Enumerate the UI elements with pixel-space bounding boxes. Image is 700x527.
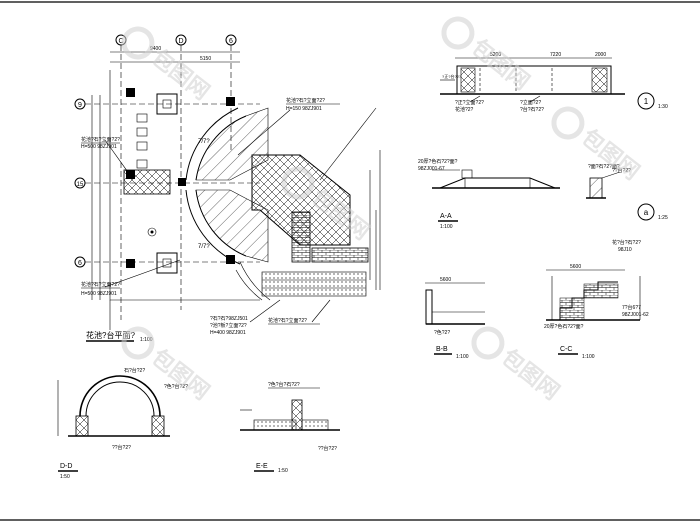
aa-title: A-A [440,213,452,220]
aa-note-b: 98ZJ001-67 [418,166,445,172]
note-r1: 7/7? [198,139,210,145]
cc-note-d: 7?台6?7 [622,304,641,311]
cc-note-a: 花?台?石?2? [612,239,641,246]
note-1a: 花池?石?立面?2? [81,136,120,143]
section-bb: 5600 ?色?2? B-B 1:100 [425,277,485,360]
grid-axis-6: 6 [225,34,237,150]
dd-scale: 1:50 [60,474,70,480]
note-2b: H=500 98ZJ901 [81,291,117,297]
el1-left-note: ?正?台?2? [442,73,462,79]
section-ee: ?色?台?石?2? ??台?2? E-E 1:50 [240,381,340,474]
det-a-note2: ??台?2? [612,167,631,174]
dd-title: D-D [60,463,72,470]
grid-label-15: 15 [77,182,84,188]
el1-note-c: ?立面?2? [520,99,541,106]
detail-a: ?面?石?2?面? ??台?2? a 1:25 [586,164,668,221]
watermark-4: 包图网 [146,344,214,405]
grid-label-9: 9 [78,102,82,109]
el1-note-b: 花池?2? [455,106,474,113]
note-4b: ?池?板?立面?2? [210,322,247,329]
planting-platform-plan: C D 6 9400 5150 9 15 [74,34,381,343]
ee-scale: 1:50 [278,468,288,474]
bb-title: B-B [436,346,448,353]
grid-label-d: D [178,38,183,45]
section-dd: 石?台?2? ?色?台?2? ??台?2? D-D 1:50 [57,367,188,480]
dd-note-b: ?色?台?2? [164,383,188,390]
view-1-number: 1 [644,97,649,106]
note-4c: H=400 98ZJ901 [210,330,246,336]
dim-bb-top: 5600 [440,277,451,283]
grid-axis-15: 15 [74,177,260,189]
bb-note: ?色?2? [434,329,450,336]
grid-label-6: 6 [229,38,233,45]
el1-note-d: ?台?石?2? [520,106,544,113]
note-3a: 花池?石?立面?2? [286,97,325,104]
note-r2: 7/7? [198,244,210,250]
dim-aa-top: 5200 [490,52,501,58]
note-2a: 花池?石?立面?2? [81,281,120,288]
view-1-marker [637,92,655,110]
view-1-scale: 1:30 [658,104,668,110]
view-a-scale: 1:25 [658,215,668,221]
view-a-letter: a [644,208,649,217]
elevation-1: 5200 7220 2000 ?正?台?2? ?正?立面?2? 花池?2? ?立… [440,52,668,113]
note-1b: H=500 98ZJ901 [81,144,117,150]
bb-scale: 1:100 [456,354,469,360]
det-a-note1: ?面?石?2?面? [588,164,620,170]
aa-scale: 1:100 [440,224,453,230]
cc-note-c: 20厚?色石?2?面? [544,323,584,330]
grid-label-c: C [118,38,123,45]
watermark-6: 包图网 [576,124,644,185]
note-4a: ?石?石?98ZJ501 [210,316,248,322]
cc-note-b: 98J10 [618,247,632,253]
dd-note-a: 石?台?2? [124,367,145,374]
grid-label-6-row: 6 [78,260,82,267]
watermark-5: 包图网 [496,344,564,405]
watermark-2: 包图网 [466,34,534,95]
aa-note-a: 20厚?色石?2?面? [418,158,458,165]
cc-note-e: 98ZJ001-62 [622,312,649,318]
view-a-marker [637,203,655,221]
plan-title: 花池?台平面? [86,330,135,340]
dim-cc-top: 5600 [570,264,581,270]
el1-note-a: ?正?立面?2? [455,99,484,106]
section-aa: 20厚?色石?2?面? 98ZJ001-67 A-A 1:100 [418,158,560,230]
ee-title: E-E [256,463,268,470]
note-3b: H=150 98ZJ901 [286,106,322,112]
dim-aa-top3: 2000 [595,52,606,58]
grid-axis-d: D [175,34,187,310]
dim-top-2: 5150 [200,56,211,62]
note-5: 花池?石?立面?2? [268,317,307,324]
section-cc: 5600 花?台?石?2? 98J10 20厚?色石?2?面? 7?台6?7 9… [544,239,649,360]
ee-note-a: ?色?台?石?2? [268,381,300,388]
dd-note-c: ??台?2? [112,444,131,451]
plan-scale: 1:100 [140,337,153,343]
cc-title: C-C [560,346,572,353]
dim-aa-top2: 7220 [550,52,561,58]
cc-scale: 1:100 [582,354,595,360]
dim-top-1: 9400 [150,46,161,52]
ee-note-b: ??台?2? [318,445,337,452]
